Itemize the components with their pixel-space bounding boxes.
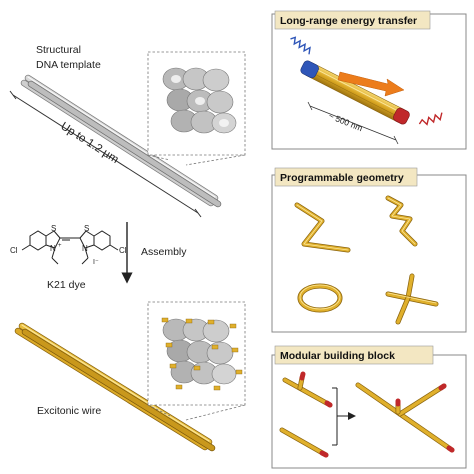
building-block-bottom bbox=[279, 427, 329, 458]
ring-wire bbox=[297, 283, 343, 313]
transfer-arrow bbox=[337, 71, 405, 97]
excitonic-wire-bundle bbox=[14, 322, 216, 452]
panel-programmable-geometry: Programmable geometry bbox=[271, 167, 467, 333]
svg-text:S: S bbox=[84, 224, 89, 233]
length-dimension bbox=[9, 90, 202, 218]
l-shape-wire bbox=[294, 202, 351, 253]
assembly-bracket-arrow bbox=[332, 387, 356, 446]
wire-cross-section-inset bbox=[147, 301, 246, 421]
wire-label: Excitonic wire bbox=[37, 405, 101, 417]
svg-text:Cl: Cl bbox=[119, 246, 127, 255]
y-junction-wire bbox=[385, 273, 439, 325]
zigzag-wire bbox=[385, 195, 418, 247]
panel-title-programmable-geometry: Programmable geometry bbox=[280, 172, 404, 184]
template-label-line2: DNA template bbox=[36, 59, 101, 71]
dye-name-label: K21 dye bbox=[47, 279, 86, 291]
dna-cross-section-inset bbox=[147, 51, 246, 166]
assembled-structure bbox=[355, 382, 455, 453]
panel-title-energy-transfer: Long-range energy transfer bbox=[280, 15, 417, 27]
panel-title-modular-building-block: Modular building block bbox=[280, 350, 395, 362]
panel-modular-building-block: Modular building block bbox=[271, 345, 467, 469]
emission-wave-icon bbox=[418, 112, 443, 126]
svg-text:N: N bbox=[50, 244, 56, 253]
svg-text:Cl: Cl bbox=[10, 246, 18, 255]
building-block-top bbox=[282, 371, 333, 408]
svg-text:I⁻: I⁻ bbox=[93, 259, 99, 266]
dna-template-bundle bbox=[20, 74, 222, 208]
svg-text:N: N bbox=[82, 244, 88, 253]
k21-chemical-structure bbox=[21, 230, 119, 265]
energy-wire bbox=[300, 60, 410, 125]
svg-text:S: S bbox=[51, 224, 56, 233]
svg-text:+: + bbox=[58, 243, 62, 249]
template-label-line1: Structural bbox=[36, 44, 81, 56]
panel-energy-transfer: Long-range energy transfer ~ 500 nm bbox=[271, 10, 467, 150]
excitation-wave-icon bbox=[290, 36, 311, 55]
assembly-label: Assembly bbox=[141, 246, 187, 258]
chem-atom-labels: Cl N N Cl S S + I⁻ bbox=[10, 224, 127, 266]
